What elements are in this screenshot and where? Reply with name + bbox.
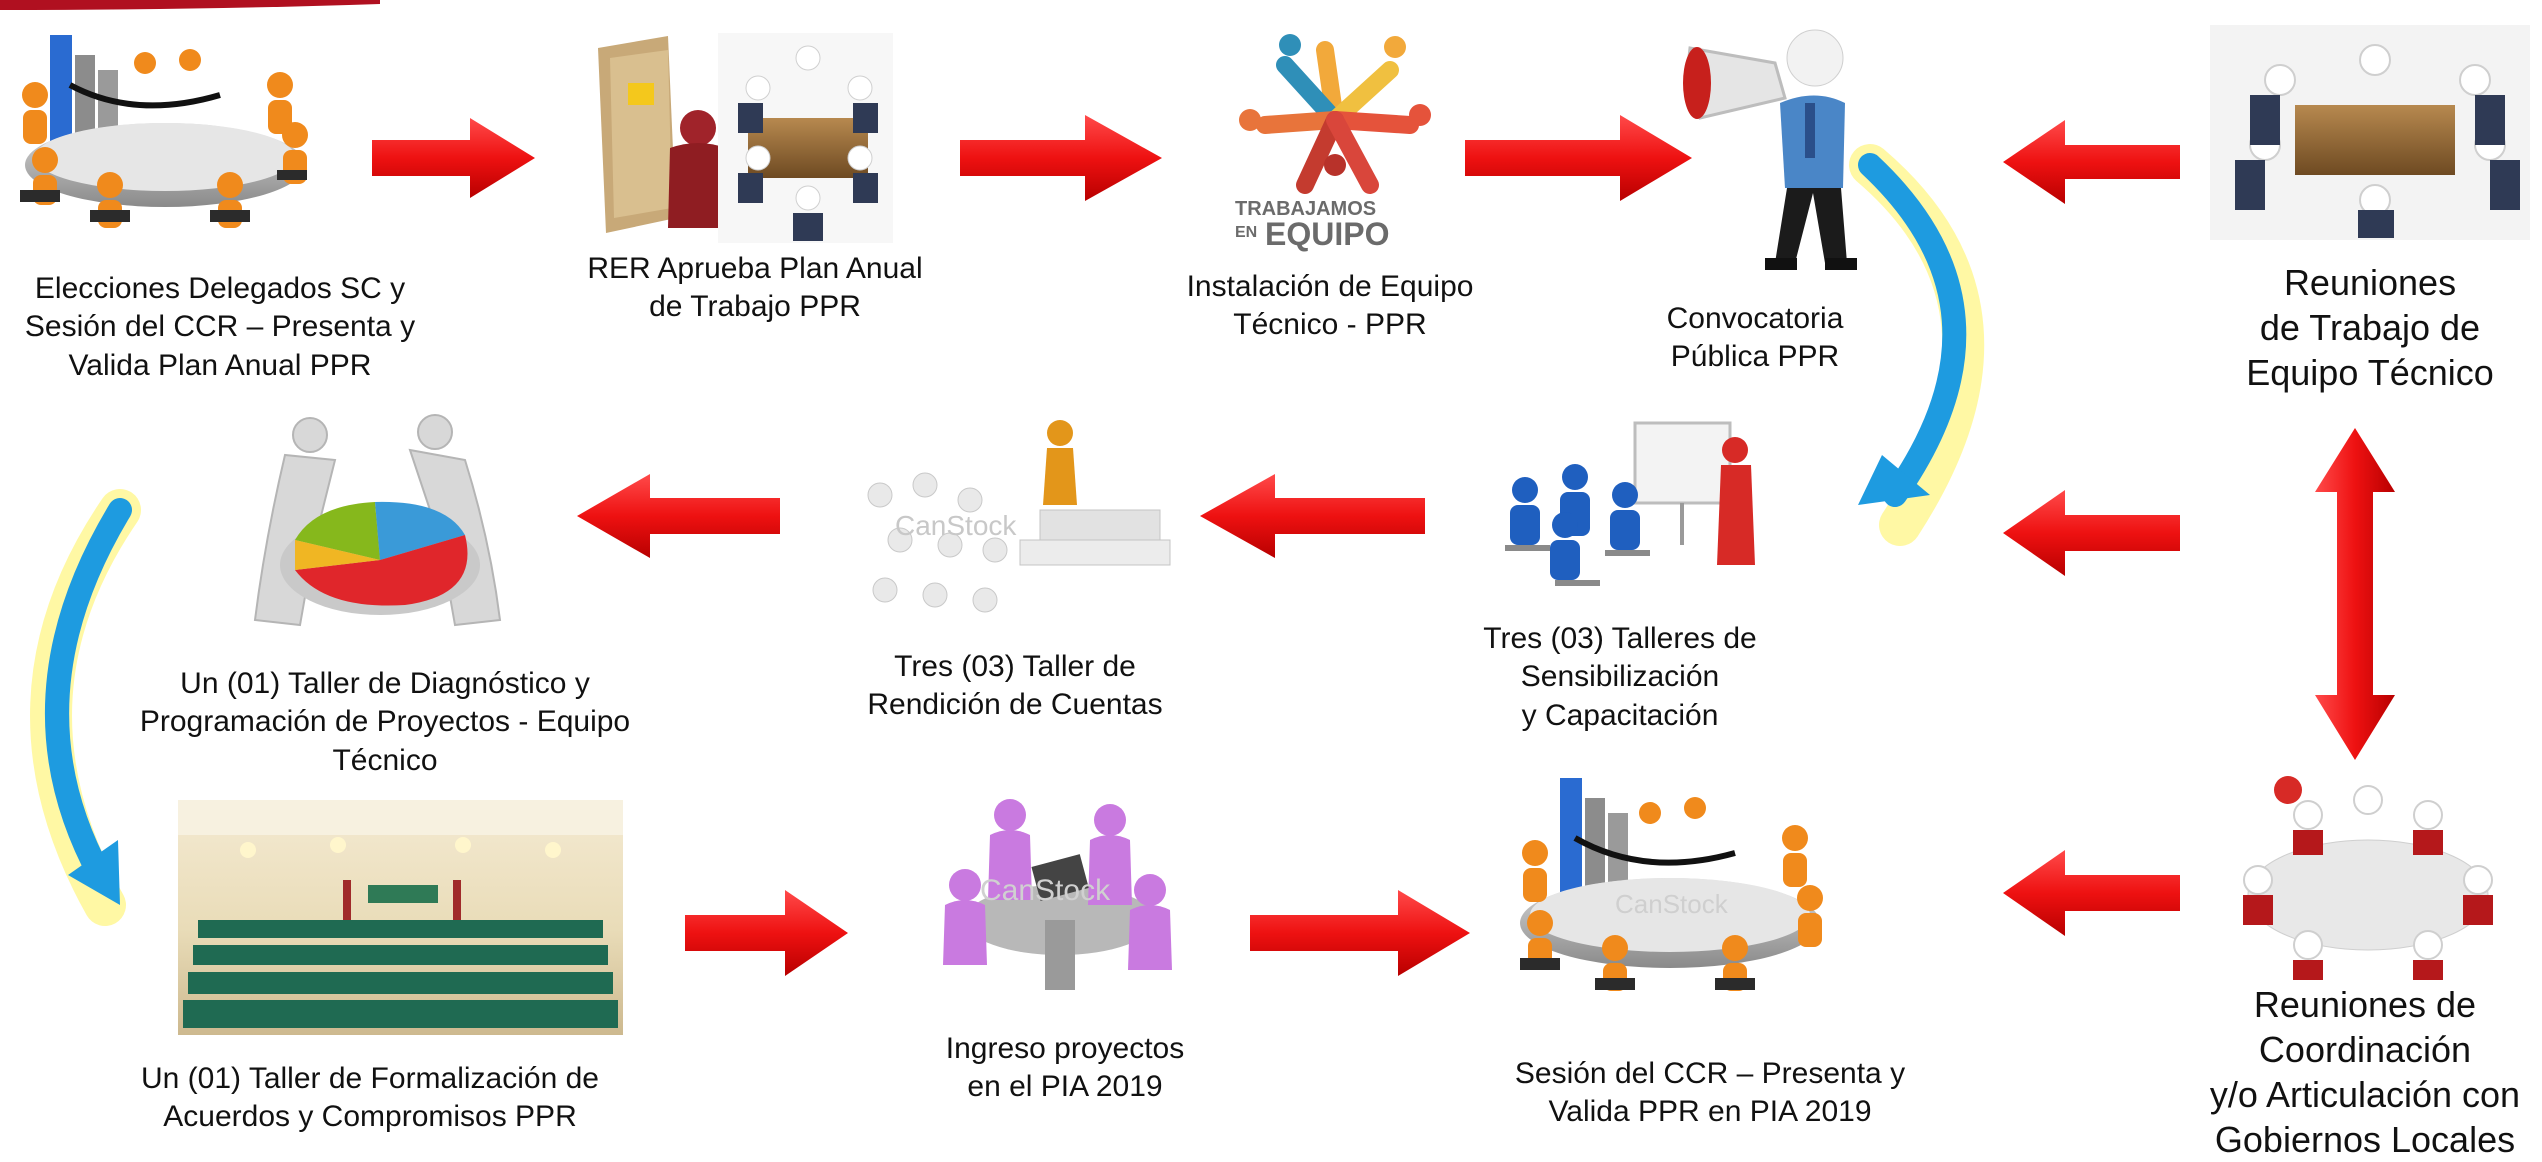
logo-text-line2a: EN — [1235, 224, 1257, 241]
watermark-podium: CanStock — [895, 510, 1017, 541]
curved-arrow-left — [30, 489, 141, 926]
step-5-line-2: de Trabajo de — [2259, 307, 2481, 348]
illustration-meeting-orange-2: CanStock — [1520, 778, 1823, 991]
step-12-line-1: Reuniones de — [2253, 984, 2477, 1025]
step-3-line-1: Instalación de Equipo — [1186, 270, 1474, 303]
illustration-podium: CanStock — [867, 420, 1171, 613]
step-1-line-3: Valida Plan Anual PPR — [68, 348, 372, 382]
arrow-right-3 — [1465, 115, 1692, 201]
step-2-line-1: RER Aprueba Plan Anual — [587, 252, 923, 285]
step-8-line-2: Sensibilización — [1520, 660, 1720, 694]
watermark-meeting: CanStock — [1615, 889, 1729, 919]
step-1-line-1: Elecciones Delegados SC y — [34, 272, 406, 305]
step-5-line-3: Equipo Técnico — [2246, 352, 2494, 393]
step-10-line-1: Ingreso proyectos — [945, 1032, 1185, 1065]
step-3-line-2: Técnico - PPR — [1233, 308, 1427, 342]
step-label-public-call: Convocatoria Pública PPR — [1620, 300, 1890, 377]
illustration-coordination — [2243, 776, 2493, 980]
step-label-technical-team-meetings: Reuniones de Trabajo de Equipo Técnico — [2200, 260, 2540, 395]
step-label-formalization-workshop: Un (01) Taller de Formalización de Acuer… — [90, 1060, 650, 1137]
step-2-line-2: de Trabajo PPR — [649, 290, 861, 324]
illustration-meeting-orange — [20, 35, 308, 228]
step-12-line-2: Coordinación — [2258, 1029, 2472, 1070]
step-8-line-1: Tres (03) Talleres de — [1483, 622, 1757, 655]
step-label-accountability-workshop: Tres (03) Taller de Rendición de Cuentas — [835, 648, 1195, 725]
corner-accent — [0, 0, 380, 10]
step-8-line-3: y Capacitación — [1521, 698, 1719, 732]
illustration-megaphone — [1683, 29, 1857, 270]
step-label-delegate-elections: Elecciones Delegados SC y Sesión del CCR… — [0, 270, 440, 385]
illustration-folder-meeting — [598, 33, 893, 243]
step-4-line-2: Pública PPR — [1670, 340, 1840, 374]
step-label-awareness-workshops: Tres (03) Talleres de Sensibilización y … — [1440, 620, 1800, 735]
watermark-purple: CanStock — [980, 874, 1111, 907]
logo-text-line2b: EQUIPO — [1265, 216, 1389, 252]
step-5-line-1: Reuniones — [2283, 262, 2457, 303]
step-9-line-1: Un (01) Taller de Formalización de — [141, 1062, 599, 1095]
step-label-coordination-meetings: Reuniones de Coordinación y/o Articulaci… — [2190, 982, 2540, 1162]
step-1-line-2: Sesión del CCR – Presenta y — [24, 310, 416, 344]
step-6-line-3: Técnico — [332, 743, 438, 777]
arrow-right-5 — [1250, 890, 1470, 976]
curved-arrow-right — [1849, 144, 1985, 546]
step-12-line-4: Gobiernos Locales — [2214, 1119, 2516, 1160]
arrow-right-2 — [960, 115, 1162, 201]
step-label-diagnosis-workshop: Un (01) Taller de Diagnóstico y Programa… — [85, 665, 685, 780]
step-11-line-1: Sesión del CCR – Presenta y — [1514, 1057, 1906, 1090]
step-7-line-1: Tres (03) Taller de — [894, 650, 1136, 683]
step-label-ccr-session-pia: Sesión del CCR – Presenta y Valida PPR e… — [1480, 1055, 1940, 1132]
arrow-left-2 — [577, 474, 780, 558]
arrow-left-1 — [2003, 120, 2180, 204]
arrow-right-4 — [685, 890, 848, 976]
step-9-line-2: Acuerdos y Compromisos PPR — [163, 1100, 577, 1134]
step-7-line-2: Rendición de Cuentas — [867, 688, 1163, 722]
illustration-work-meeting — [2210, 25, 2530, 240]
arrow-right-1 — [372, 118, 535, 198]
step-label-pia-projects: Ingreso proyectos en el PIA 2019 — [900, 1030, 1230, 1107]
arrow-left-4 — [2003, 490, 2180, 576]
illustration-purple-team: CanStock — [943, 799, 1172, 990]
arrow-double-vertical — [2315, 428, 2395, 760]
illustration-team-logo: TRABAJAMOS EN EQUIPO — [1235, 34, 1431, 252]
arrow-left-5 — [2003, 850, 2180, 936]
step-label-technical-team-setup: Instalación de Equipo Técnico - PPR — [1140, 268, 1520, 345]
step-6-line-1: Un (01) Taller de Diagnóstico y — [180, 667, 590, 700]
illustration-auditorium — [178, 800, 623, 1035]
step-10-line-2: en el PIA 2019 — [967, 1070, 1163, 1104]
step-label-rer-approves-plan: RER Aprueba Plan Anual de Trabajo PPR — [555, 250, 955, 327]
illustration-puzzle-pie — [253, 414, 502, 627]
logo-text-line1: TRABAJAMOS — [1235, 198, 1376, 220]
step-11-line-2: Valida PPR en PIA 2019 — [1548, 1095, 1872, 1129]
step-4-line-1: Convocatoria — [1666, 302, 1844, 335]
step-6-line-2: Programación de Proyectos - Equipo — [139, 705, 631, 739]
step-12-line-3: y/o Articulación con — [2209, 1074, 2521, 1115]
illustration-training — [1505, 421, 1755, 586]
arrow-left-3 — [1200, 474, 1425, 558]
